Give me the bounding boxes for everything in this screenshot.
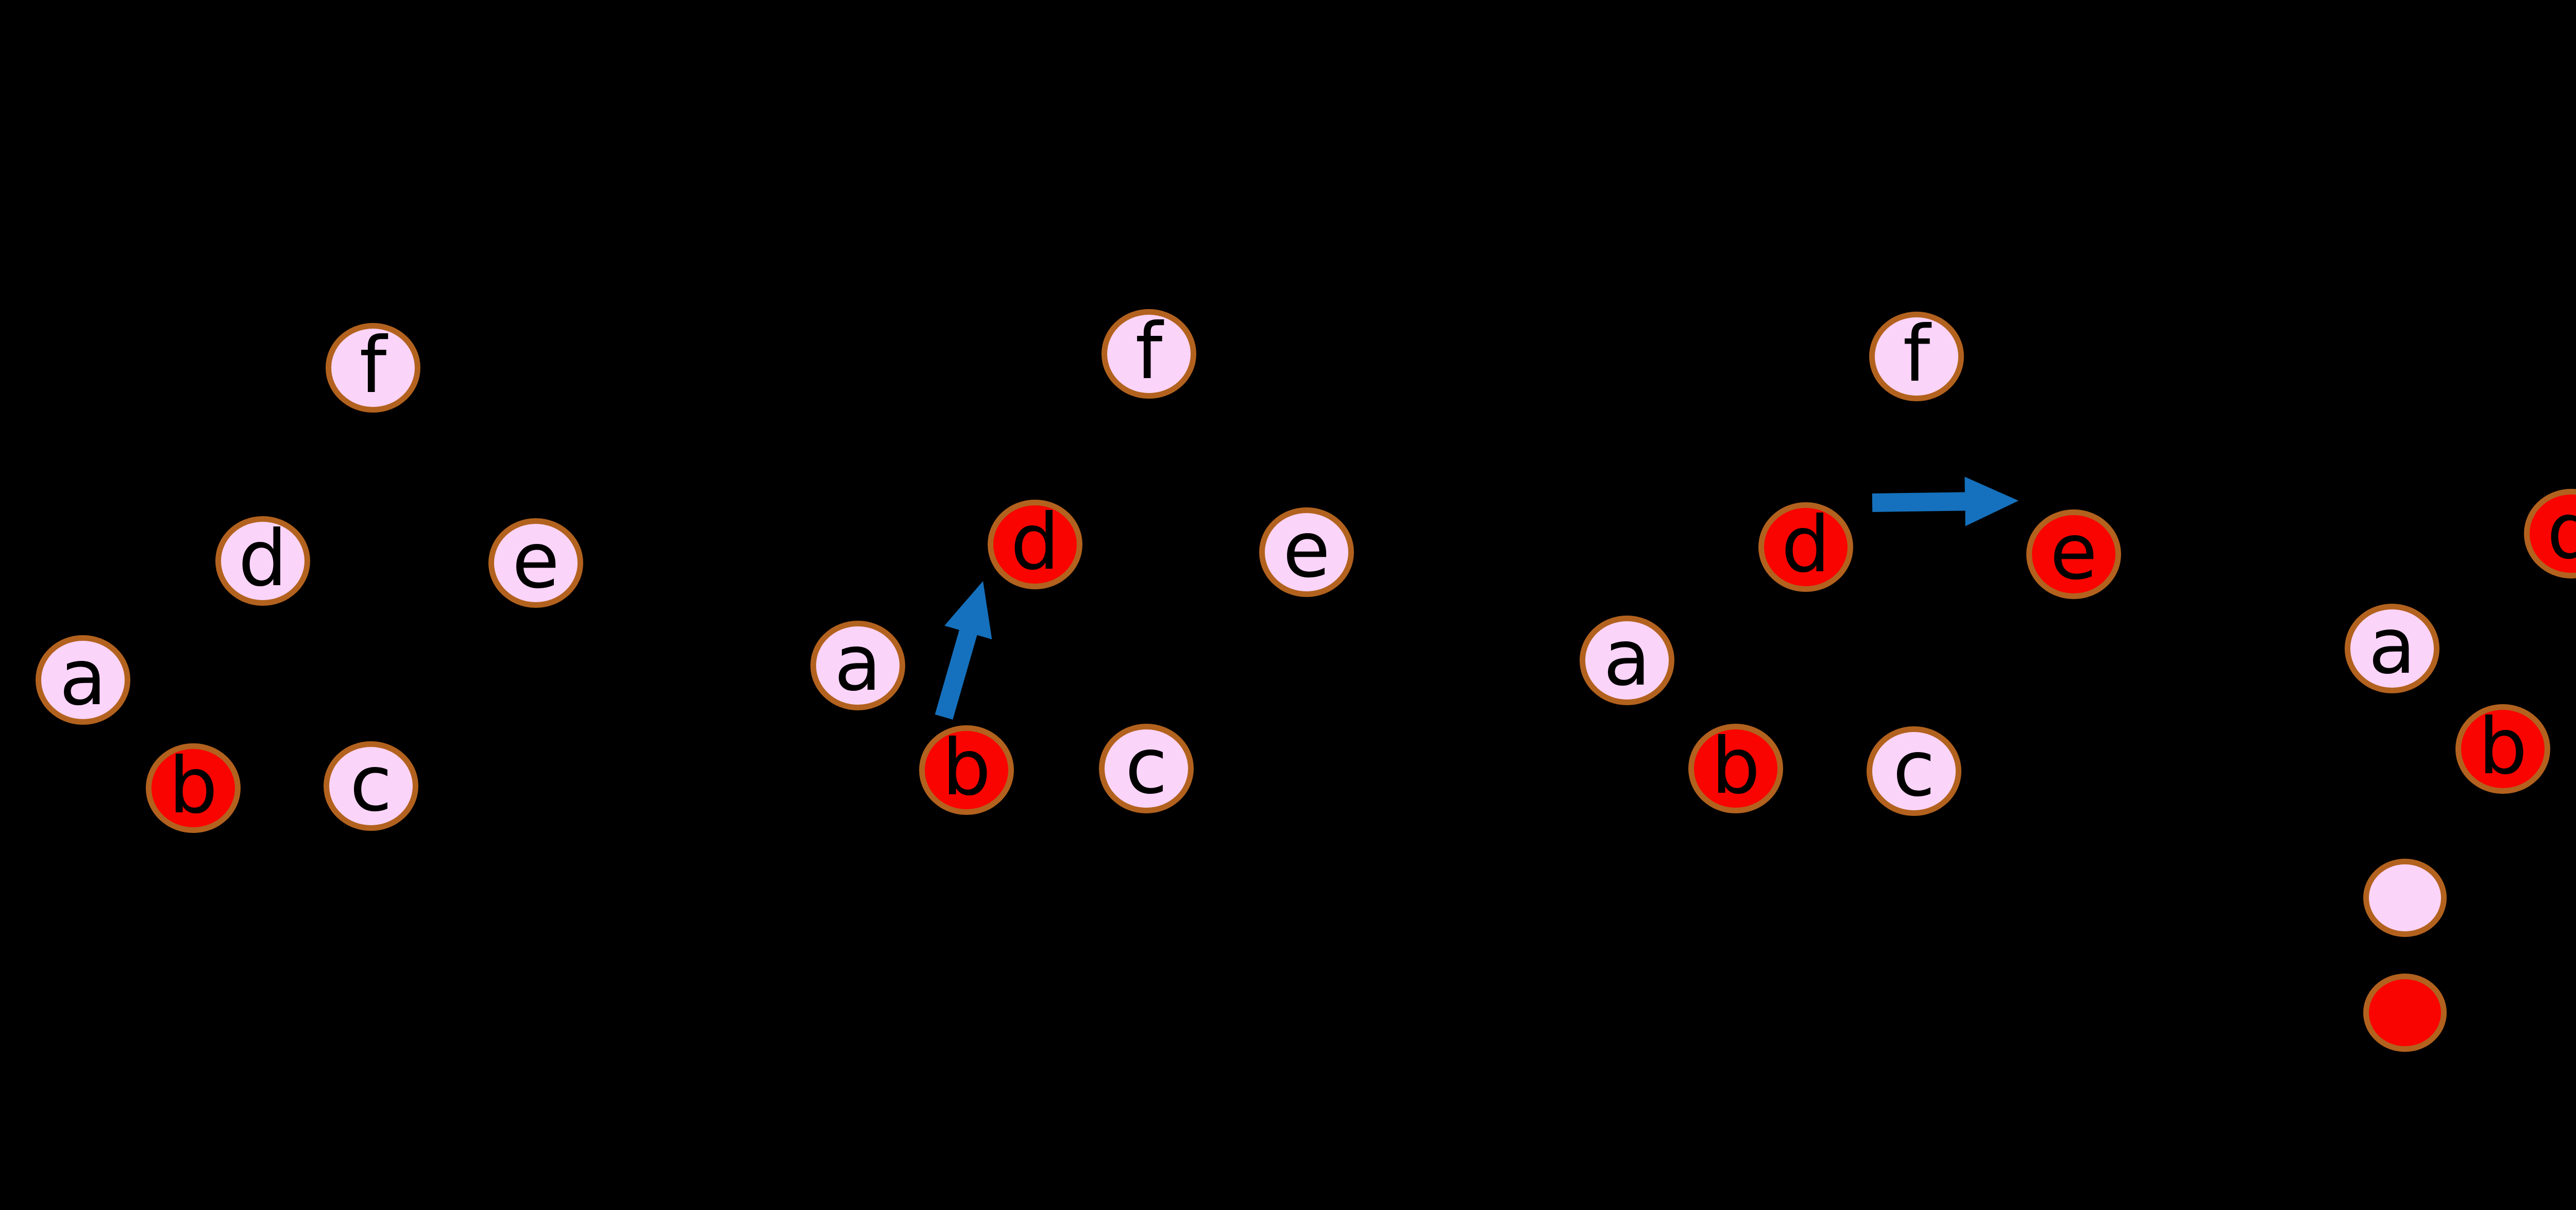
node-a: a <box>36 635 130 725</box>
node-d: d <box>215 516 310 606</box>
arrow-d-to-e <box>1872 476 2019 526</box>
node-d: d <box>988 500 1082 589</box>
node-b: b <box>919 725 1014 815</box>
node-a: a <box>2345 604 2439 693</box>
node-b: b <box>1688 724 1783 813</box>
node-e: e <box>488 518 583 608</box>
node-c: c <box>324 741 418 831</box>
arrow-b-to-d <box>935 581 992 720</box>
node-f: f <box>1869 312 1964 401</box>
legend-visited-swatch <box>2363 974 2447 1052</box>
node-d: d <box>1758 502 1853 592</box>
node-d: d <box>2524 489 2576 578</box>
node-b: b <box>2455 704 2550 794</box>
node-f: f <box>326 323 420 413</box>
node-e: e <box>2026 509 2121 599</box>
node-f: f <box>1101 309 1196 399</box>
node-e: e <box>1259 507 1354 597</box>
node-a: a <box>1580 616 1674 705</box>
node-b: b <box>146 743 241 833</box>
node-a: a <box>810 621 905 710</box>
legend-unvisited-swatch <box>2363 859 2447 937</box>
node-c: c <box>1867 726 1961 816</box>
node-c: c <box>1099 724 1194 813</box>
